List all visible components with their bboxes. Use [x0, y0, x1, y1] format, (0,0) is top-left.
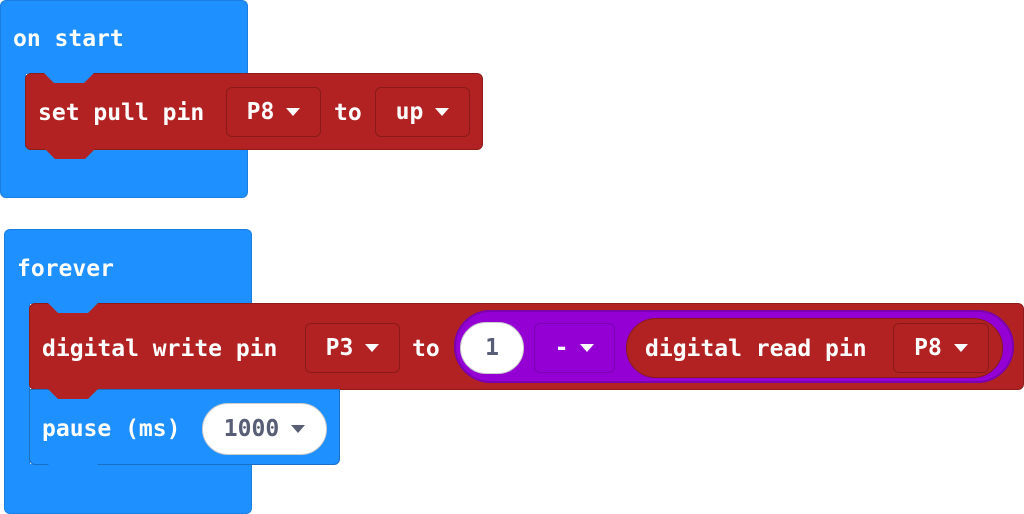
on-start-label: on start: [13, 26, 124, 52]
pull-mode-dropdown[interactable]: up: [375, 87, 470, 137]
pause-block[interactable]: pause (ms) 1000: [29, 389, 340, 465]
forever-block[interactable]: forever: [4, 229, 252, 304]
caret-down-icon: [435, 108, 450, 116]
pause-duration-value: 1000: [223, 416, 280, 442]
set-pull-pin-label: set pull pin: [38, 100, 205, 126]
caret-down-icon: [580, 344, 595, 352]
subtraction-block[interactable]: 1 - digital read pin P8: [454, 310, 1014, 383]
block-notch: [44, 73, 94, 83]
pin-value: P8: [246, 99, 275, 125]
left-operand-input[interactable]: 1: [460, 322, 524, 374]
digital-read-label: digital read pin: [645, 336, 867, 362]
operator-value: -: [554, 335, 569, 361]
caret-down-icon: [953, 344, 968, 352]
block-notch: [48, 389, 98, 399]
pause-label: pause (ms): [42, 416, 181, 442]
block-notch: [48, 303, 98, 313]
pause-duration-input[interactable]: 1000: [202, 403, 327, 455]
on-start-footer: [0, 148, 248, 198]
to-label: to: [412, 336, 440, 362]
write-pin-dropdown[interactable]: P3: [305, 323, 400, 373]
on-start-arm: [0, 73, 26, 150]
pull-mode-value: up: [395, 99, 424, 125]
digital-write-label: digital write pin: [42, 336, 278, 362]
block-notch-bottom: [48, 464, 98, 474]
caret-down-icon: [365, 344, 380, 352]
caret-down-icon: [286, 108, 301, 116]
forever-footer: [4, 464, 252, 514]
to-label: to: [334, 100, 362, 126]
digital-read-pin-block[interactable]: digital read pin P8: [626, 318, 1003, 378]
forever-label: forever: [17, 256, 114, 282]
write-pin-value: P3: [325, 335, 354, 361]
read-pin-dropdown[interactable]: P8: [893, 323, 989, 373]
forever-arm: [4, 303, 30, 466]
pin-dropdown[interactable]: P8: [226, 87, 321, 137]
on-start-block[interactable]: on start: [0, 0, 248, 74]
set-pull-pin-block[interactable]: set pull pin P8 to up: [25, 73, 483, 150]
operator-dropdown[interactable]: -: [534, 323, 615, 373]
block-notch-bottom: [45, 149, 95, 159]
read-pin-value: P8: [914, 335, 942, 361]
left-operand-value: 1: [485, 335, 499, 361]
caret-down-icon: [291, 425, 306, 433]
digital-write-pin-block[interactable]: digital write pin P3 to 1 - digital read…: [29, 303, 1024, 390]
